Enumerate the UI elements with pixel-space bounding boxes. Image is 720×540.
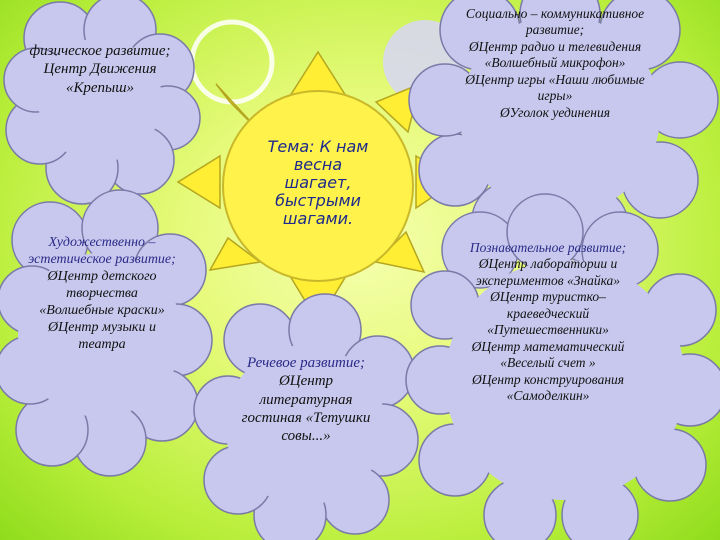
art-item-text: Центр детского творчества «Волшебные кра… [39, 269, 165, 319]
sun-ray [288, 50, 348, 97]
cognitive-item: ØЦентр конструирования «Самоделкин» [471, 371, 625, 404]
physical-text: физическое развитие; Центр Движения «Кре… [20, 42, 180, 97]
social-item: ØЦентр радио и телевидения «Волшебный ми… [468, 38, 642, 71]
cognitive-item-text: Центр математический «Веселый счет » [481, 338, 625, 371]
sun-core [222, 90, 414, 282]
art-item: ØЦентр детского творчества «Волшебные кр… [39, 269, 165, 319]
physical-heading: физическое развитие; [29, 43, 171, 59]
cognitive-text: Познавательное развитие; ØЦентр лаборато… [448, 240, 648, 405]
social-heading: Социально – коммуникативное развитие; [465, 6, 645, 38]
cloud-cognitive [405, 193, 720, 540]
art-heading: Художественно – эстетическое развитие; [28, 235, 176, 268]
cognitive-item-text: Центр лаборатории и экспериментов «Знайк… [475, 256, 621, 288]
center-theme: Тема: К нам весна шагает, быстрыми шагам… [267, 137, 369, 228]
speech-item: ØЦентр литературная гостиная «Тетушки со… [241, 373, 371, 445]
art-item-text: Центр музыки и театра [58, 320, 156, 353]
social-text: Социально – коммуникативное развитие; ØЦ… [452, 6, 658, 121]
cloud-physical [3, 0, 201, 205]
art-text: Художественно – эстетическое развитие; Ø… [28, 234, 176, 354]
speech-item-text: Центр литературная гостиная «Тетушки сов… [241, 373, 371, 445]
social-item-text: Центр радио и телевидения «Волшебный мик… [478, 38, 642, 71]
cloud-speech [193, 293, 419, 540]
social-item: ØЦентр игры «Наши любимые игры» [465, 71, 645, 104]
sun-ray [208, 236, 262, 271]
sun-ray [176, 154, 221, 210]
physical-item: Центр Движения «Крепыш» [43, 61, 157, 96]
social-item-text: Центр игры «Наши любимые игры» [475, 71, 645, 104]
cognitive-item: ØЦентр лаборатории и экспериментов «Знай… [475, 256, 621, 288]
decor-circle-white [189, 19, 275, 105]
cognitive-item-text: Центр туристко– краеведческий «Путешеств… [487, 289, 609, 338]
social-item: ØУголок уединения [500, 104, 610, 120]
speech-heading: Речевое развитие; [247, 355, 365, 371]
cloud-art [0, 189, 213, 477]
cognitive-heading: Познавательное развитие; [469, 240, 627, 255]
cognitive-item-text: Центр конструирования «Самоделкин» [481, 371, 625, 404]
cognitive-item: ØЦентр математический «Веселый счет » [471, 338, 625, 371]
social-item-text: Уголок уединения [509, 104, 610, 120]
speech-text: Речевое развитие; ØЦентр литературная го… [234, 354, 378, 445]
art-item: ØЦентр музыки и театра [48, 320, 156, 353]
cognitive-item: ØЦентр туристко– краеведческий «Путешест… [487, 289, 609, 338]
